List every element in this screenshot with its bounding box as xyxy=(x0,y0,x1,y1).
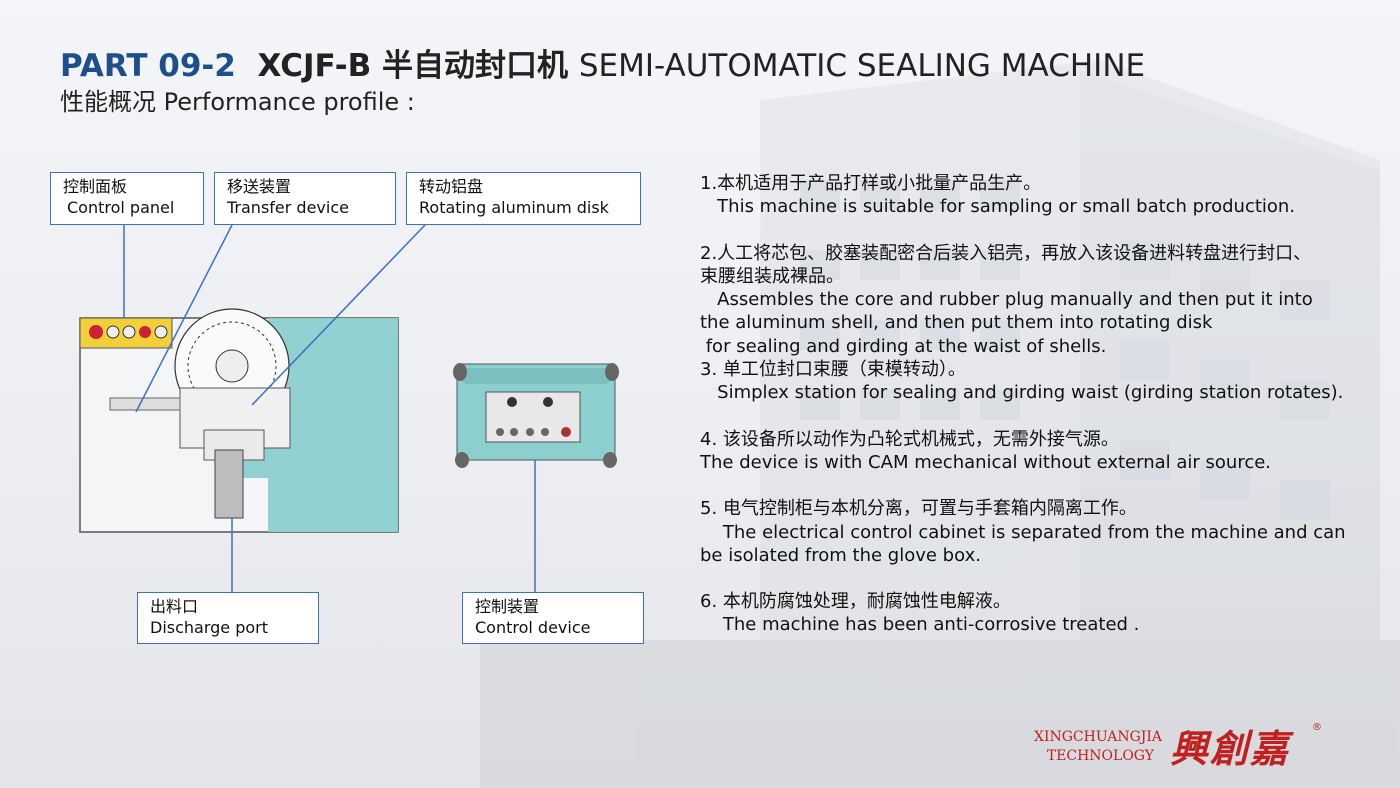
feature-line: 2.人工将芯包、胶塞装配密合后装入铝壳，再放入该设备进料转盘进行封口、 xyxy=(700,242,1312,264)
page-title: PART 09-2 XCJF-B 半自动封口机 SEMI-AUTOMATIC S… xyxy=(60,40,1145,85)
callout-label-cn: 移送装置 xyxy=(227,177,292,196)
callout-discharge-port: 出料口 Discharge port xyxy=(137,592,319,644)
callout-label-cn: 控制面板 xyxy=(63,177,128,196)
feature-line: the aluminum shell, and then put them in… xyxy=(700,312,1213,334)
brand-name-en: XINGCHUANGJIA TECHNOLOGY xyxy=(1034,728,1163,766)
feature-list: 1.本机适用于产品打样或小批量产品生产。 This machine is sui… xyxy=(700,172,1390,637)
callout-label-en: Rotating aluminum disk xyxy=(419,198,609,217)
model-name: XCJF-B 半自动封口机 xyxy=(257,48,569,84)
feature-line: 4. 该设备所以动作为凸轮式机械式，无需外接气源。 xyxy=(700,428,1119,450)
registered-mark: ® xyxy=(1312,722,1322,733)
feature-line: 束腰组装成裸品。 xyxy=(700,265,844,287)
feature-line: for sealing and girding at the waist of … xyxy=(700,335,1107,357)
model-name-en: SEMI-AUTOMATIC SEALING MACHINE xyxy=(578,48,1146,84)
callout-rotating-disk: 转动铝盘 Rotating aluminum disk xyxy=(406,172,641,225)
brand-en-line2: TECHNOLOGY xyxy=(1046,748,1154,764)
callout-control-panel: 控制面板 Control panel xyxy=(50,172,204,225)
feature-line: 3. 单工位封口束腰（束模转动）。 xyxy=(700,359,966,381)
feature-line: 5. 电气控制柜与本机分离，可置与手套箱内隔离工作。 xyxy=(700,498,1137,520)
feature-line: be isolated from the glove box. xyxy=(700,544,981,566)
part-number: PART 09-2 xyxy=(60,48,236,84)
callout-label-en: Control device xyxy=(475,618,591,637)
callout-label-en: Discharge port xyxy=(150,618,269,637)
callout-label-cn: 转动铝盘 xyxy=(419,177,484,196)
feature-line: The device is with CAM mechanical withou… xyxy=(700,451,1272,473)
brand-logo: 興創嘉 xyxy=(1170,726,1291,771)
callout-label-cn: 控制装置 xyxy=(475,597,540,616)
callout-control-device: 控制装置 Control device xyxy=(462,592,644,644)
feature-line: The electrical control cabinet is separa… xyxy=(700,521,1346,543)
page-subtitle: 性能概况 Performance profile : xyxy=(60,88,415,116)
callout-label-en: Control panel xyxy=(67,198,175,217)
feature-line: Assembles the core and rubber plug manua… xyxy=(700,289,1313,311)
callout-label-en: Transfer device xyxy=(227,198,349,217)
feature-line: 1.本机适用于产品打样或小批量产品生产。 xyxy=(700,173,1042,194)
callout-label-cn: 出料口 xyxy=(150,597,199,616)
feature-line: This machine is suitable for sampling or… xyxy=(700,196,1296,218)
brand-en-line1: XINGCHUANGJIA xyxy=(1034,729,1163,745)
feature-line: Simplex station for sealing and girding … xyxy=(700,382,1344,404)
building-background xyxy=(480,60,1400,788)
feature-line: The machine has been anti-corrosive trea… xyxy=(700,614,1140,636)
feature-line: 6. 本机防腐蚀处理，耐腐蚀性电解液。 xyxy=(700,591,1011,613)
callout-transfer-device: 移送装置 Transfer device xyxy=(214,172,396,225)
